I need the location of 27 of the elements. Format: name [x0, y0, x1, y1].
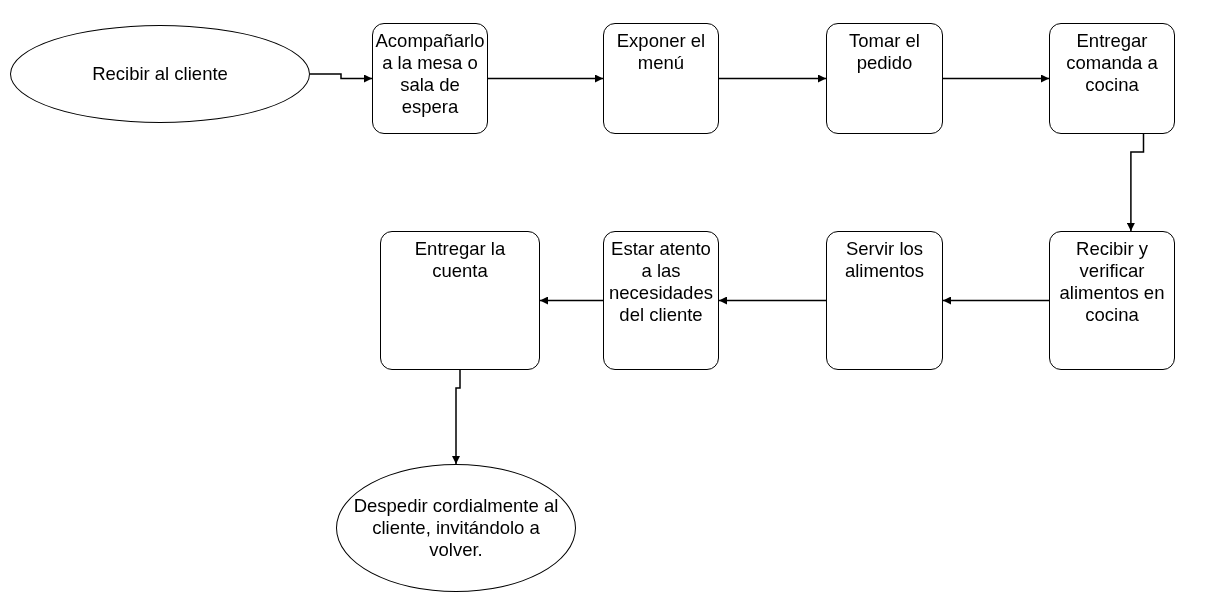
- arrow: [942, 74, 1050, 83]
- process-box: [372, 23, 488, 134]
- process-box: [603, 23, 719, 134]
- node-label: Exponer el menú: [615, 30, 707, 74]
- arrow: [718, 74, 827, 83]
- node-label: Despedir cordialmente al cliente, invitándolo a volver.: [352, 495, 560, 561]
- node-label: Estar atento a las necesidades del cliente: [608, 238, 714, 326]
- arrow: [309, 73, 373, 83]
- process-box: [1049, 23, 1175, 134]
- node-label: Servir los alimentos: [843, 238, 926, 282]
- node-label: Entregar la cuenta: [413, 238, 507, 282]
- arrow: [487, 74, 604, 83]
- process-box: [380, 231, 540, 370]
- node-label: Acompañarlo a la mesa o sala de espera: [375, 30, 485, 118]
- process-box: [826, 231, 943, 370]
- arrow: [718, 296, 827, 305]
- arrow: [942, 296, 1050, 305]
- arrow: [1126, 133, 1145, 232]
- arrow: [539, 296, 604, 305]
- node-label: Recibir al cliente: [92, 63, 228, 85]
- node-label: Tomar el pedido: [848, 30, 921, 74]
- node-label: Recibir y verificar alimentos en cocina: [1058, 238, 1166, 326]
- process-box: [1049, 231, 1175, 370]
- node-label: Entregar comanda a cocina: [1065, 30, 1159, 96]
- arrow: [452, 369, 461, 465]
- process-box: [603, 231, 719, 370]
- process-box: [826, 23, 943, 134]
